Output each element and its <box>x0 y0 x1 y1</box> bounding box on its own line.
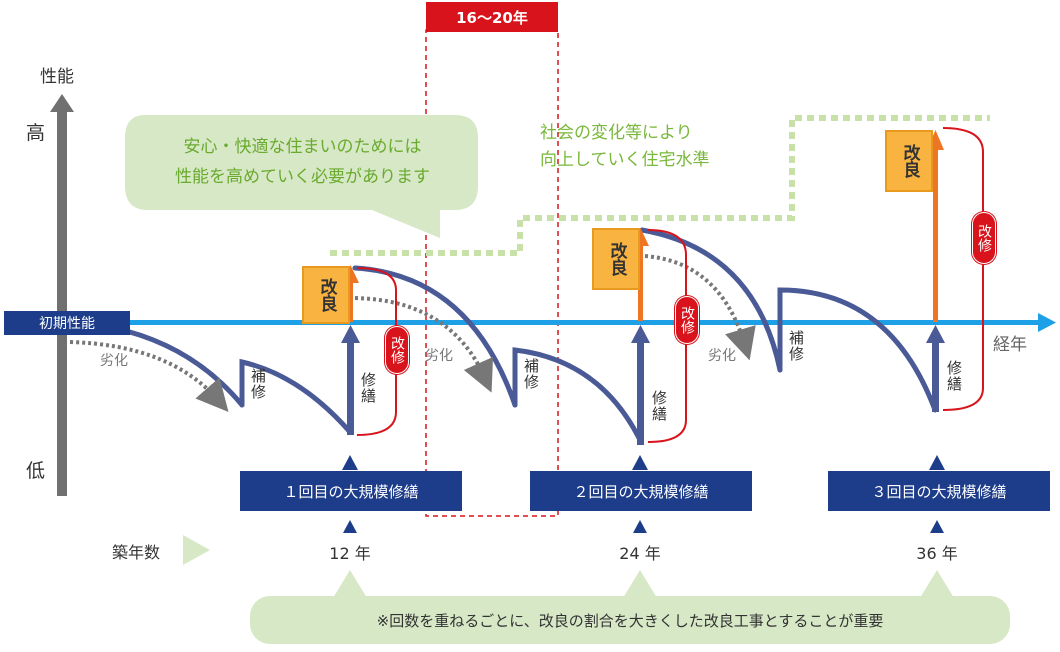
recover-1 <box>239 358 353 435</box>
x-axis-title: 経年 <box>993 335 1027 355</box>
society-text: 社会の変化等により 向上していく住宅水準 <box>540 120 710 174</box>
tri-year-3 <box>930 520 944 533</box>
y-axis-low: 低 <box>26 460 46 482</box>
bottom-note: ※回数を重ねるごとに、改良の割合を大きくした改良工事とすることが重要 <box>250 596 1010 644</box>
speech-bubble <box>125 115 478 238</box>
bubble-line-2: 性能を高めていく必要があります <box>175 167 430 187</box>
degrade-arrow-1 <box>69 340 229 413</box>
tri-year-2 <box>633 520 647 533</box>
repair-arrow-3-shaft <box>932 340 939 412</box>
note-pointer-3 <box>920 570 954 598</box>
shuzen-label-1: 修繕 <box>359 372 377 404</box>
range-dashed-box <box>425 29 559 517</box>
year-label-1: 12 年 <box>329 544 371 563</box>
year-label-3: 36 年 <box>916 544 958 563</box>
improve-arrow-2-shaft <box>638 243 643 321</box>
degrade-arrow-2 <box>354 296 494 393</box>
society-level-line <box>330 115 990 256</box>
repair-arrow-2-head <box>631 325 650 343</box>
kairyo-box-3: 改良 <box>885 130 933 192</box>
society-line-1: 社会の変化等により <box>540 123 693 143</box>
y-axis-head <box>50 94 74 112</box>
degrade-label-2: 劣化 <box>425 348 453 364</box>
bubble-line-1: 安心・快適な住まいのためには <box>183 137 422 157</box>
degrade-label-3: 劣化 <box>708 348 736 364</box>
tri-up-1 <box>342 455 358 470</box>
recover-3 <box>777 287 938 413</box>
tri-up-3 <box>929 455 945 470</box>
age-label: 築年数 <box>112 543 161 562</box>
major-repair-2: ２回目の大規模修繕 <box>530 471 752 511</box>
repair-arrow-1-shaft <box>347 340 354 435</box>
decline-curve-3 <box>639 227 783 373</box>
shuzen-label-2: 修繕 <box>650 390 668 422</box>
x-axis-head <box>1038 313 1056 332</box>
major-repair-3: ３回目の大規模修繕 <box>828 471 1050 511</box>
bubble-text: 安心・快適な住まいのためには 性能を高めていく必要があります <box>130 132 475 192</box>
tri-year-1 <box>343 520 357 533</box>
improve-arrow-1-shaft <box>348 280 353 322</box>
kaishu-pill-3: 改修 <box>972 212 996 264</box>
tri-up-2 <box>632 455 648 470</box>
repair-arrow-3-head <box>926 325 945 343</box>
hoshu-label-1: 補修 <box>249 368 267 400</box>
year-label-2: 24 年 <box>619 544 661 563</box>
range-label: 16〜20年 <box>426 2 558 32</box>
kairyo-box-1: 改良 <box>302 266 350 324</box>
shuzen-label-3: 修繕 <box>945 360 963 392</box>
recover-2 <box>512 347 643 443</box>
bracket-3 <box>942 127 984 411</box>
major-repair-1: １回目の大規模修繕 <box>240 471 462 511</box>
society-line-2: 向上していく住宅水準 <box>540 150 710 170</box>
repair-arrow-1-head <box>341 325 360 343</box>
degrade-label-1: 劣化 <box>100 353 128 369</box>
improve-arrow-3-shaft <box>933 148 938 322</box>
hoshu-label-3: 補修 <box>787 330 805 362</box>
kaishu-pill-2: 改修 <box>675 296 699 344</box>
decline-curve-2 <box>352 265 518 408</box>
kaishu-pill-1: 改修 <box>385 326 409 374</box>
age-pointer <box>183 535 210 565</box>
kairyo-box-2: 改良 <box>592 228 640 290</box>
hoshu-label-2: 補修 <box>522 358 540 390</box>
x-axis-shaft <box>130 320 1042 325</box>
y-axis-high: 高 <box>26 122 46 144</box>
y-axis-title: 性能 <box>40 67 74 87</box>
note-pointer-2 <box>623 570 657 598</box>
initial-performance-label: 初期性能 <box>4 311 130 335</box>
y-axis-shaft <box>57 110 67 496</box>
degrade-arrow-3 <box>644 254 756 361</box>
repair-arrow-2-shaft <box>637 340 644 445</box>
note-pointer-1 <box>333 570 367 598</box>
